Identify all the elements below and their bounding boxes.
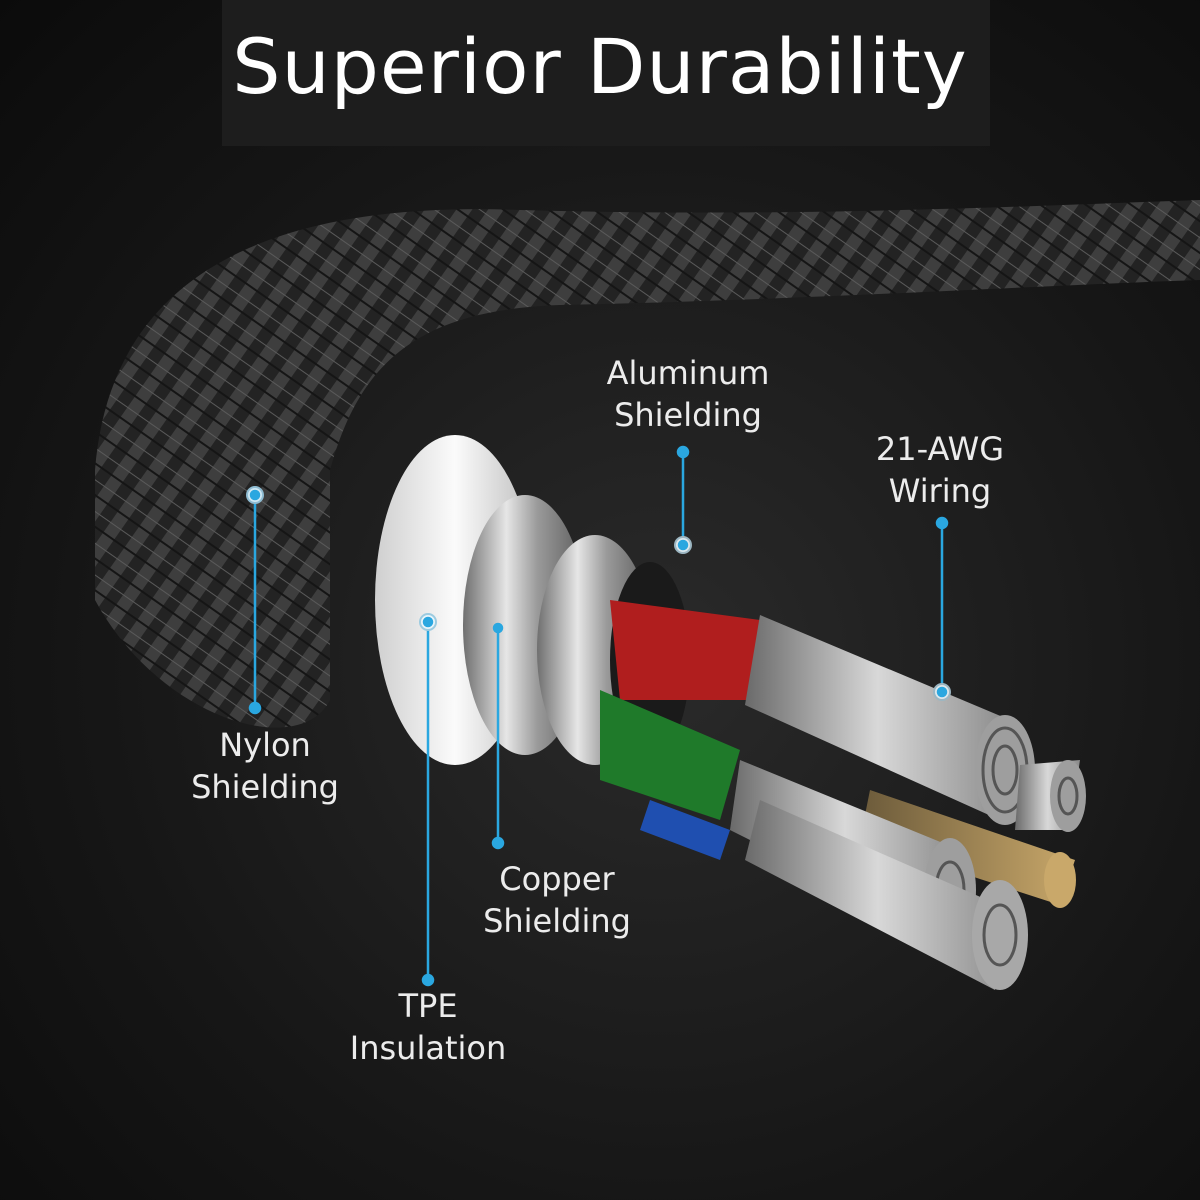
gold-strands bbox=[860, 790, 1075, 905]
callout-copper-line2: Shielding bbox=[483, 902, 631, 940]
callout-copper-shielding: Copper Shielding bbox=[472, 858, 642, 942]
callout-21awg-wiring: 21-AWG Wiring bbox=[855, 428, 1025, 512]
callout-tpe-line1: TPE bbox=[398, 987, 458, 1025]
callout-copper-line1: Copper bbox=[499, 860, 615, 898]
strands-bottom bbox=[745, 800, 1010, 990]
blue-wire bbox=[640, 800, 730, 860]
red-wire bbox=[610, 600, 760, 700]
callout-aluminum-shielding: Aluminum Shielding bbox=[598, 352, 778, 436]
page-title: Superior Durability bbox=[232, 22, 968, 111]
callout-nylon-shielding: Nylon Shielding bbox=[180, 724, 350, 808]
green-wire bbox=[600, 690, 740, 820]
callout-lines bbox=[246, 445, 951, 987]
callout-awg-line2: Wiring bbox=[888, 472, 992, 510]
callout-aluminum-line2: Shielding bbox=[614, 396, 762, 434]
callout-awg-line1: 21-AWG bbox=[875, 430, 1005, 468]
strands-top bbox=[745, 615, 1010, 820]
callout-nylon-line1: Nylon bbox=[219, 726, 311, 764]
title-band bbox=[222, 0, 990, 146]
callout-aluminum-line1: Aluminum bbox=[606, 354, 770, 392]
callout-tpe-insulation: TPE Insulation bbox=[343, 985, 513, 1069]
callout-nylon-line2: Shielding bbox=[191, 768, 339, 806]
nylon-braid bbox=[95, 200, 1200, 728]
callout-tpe-line2: Insulation bbox=[349, 1029, 507, 1067]
